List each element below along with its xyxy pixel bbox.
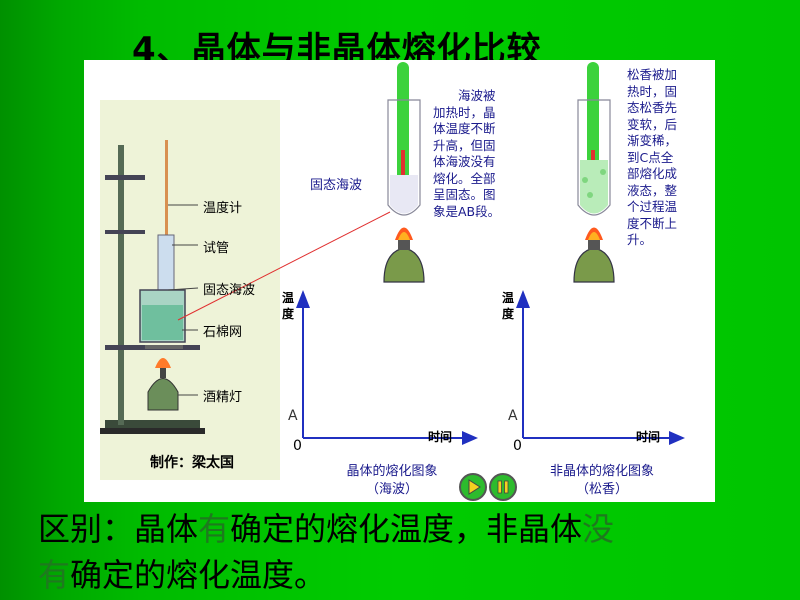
amorphous-graph-caption: 非晶体的熔化图象 （松香） [512, 463, 692, 499]
crystal-x-axis-label: 时间 [428, 430, 453, 444]
amorphous-y-axis-label: 温度 [502, 291, 515, 321]
conclusion-part2: 有 [198, 510, 231, 548]
conclusion-part4: 没 [582, 510, 615, 548]
label-solid-hypo: 固态海波 [203, 283, 256, 298]
apparatus-drawing [100, 140, 205, 434]
crystal-origin: 0 [293, 438, 302, 454]
crystal-heating-setup [383, 62, 425, 283]
crystal-graph-axes [296, 290, 478, 445]
play-button[interactable] [459, 473, 487, 501]
conclusion-part3: 确定的熔化温度，非晶体 [230, 510, 583, 548]
conclusion-part1: 区别：晶体 [38, 510, 199, 548]
crystal-substance-label: 固态海波 [310, 178, 363, 193]
play-icon [468, 479, 481, 495]
conclusion-part5: 有 [38, 556, 71, 594]
label-thermometer: 温度计 [203, 201, 243, 216]
label-asbestos-gauze: 石棉网 [203, 325, 243, 340]
amorphous-point-A: A [508, 408, 518, 424]
amorphous-heating-setup [573, 62, 615, 283]
amorphous-description: 松香被加 热时，固 态松香先 变软，后 渐变稀， 到C点全 部熔化成 液态，整 … [627, 67, 678, 247]
pause-icon [497, 480, 509, 494]
crystal-y-axis-label: 温度 [282, 291, 295, 321]
crystal-description: 海波被 加热时，晶 体温度不断 升高，但固 体海波没有 熔化。全部 呈固态。图 … [433, 88, 501, 219]
amorphous-caption-line2: （松香） [575, 482, 628, 497]
connector-line [177, 211, 391, 321]
label-alcohol-lamp: 酒精灯 [203, 390, 243, 405]
crystal-caption-line2: （海波） [365, 482, 418, 497]
conclusion-part6: 确定的熔化温度。 [70, 556, 327, 594]
conclusion-text: 区别：晶体有确定的熔化温度，非晶体没有确定的熔化温度。 [38, 506, 798, 598]
crystal-graph-caption: 晶体的熔化图象 （海波） [302, 463, 482, 499]
crystal-caption-line1: 晶体的熔化图象 [346, 464, 438, 479]
pause-button[interactable] [489, 473, 517, 501]
amorphous-graph-axes [516, 290, 685, 445]
amorphous-caption-line1: 非晶体的熔化图象 [549, 464, 654, 479]
amorphous-x-axis-label: 时间 [636, 430, 661, 444]
photo-caption: 制作：梁太国 [150, 455, 234, 471]
label-test-tube: 试管 [203, 241, 230, 256]
amorphous-origin: 0 [513, 438, 522, 454]
crystal-point-A: A [288, 408, 298, 424]
apparatus-photo [100, 100, 280, 480]
